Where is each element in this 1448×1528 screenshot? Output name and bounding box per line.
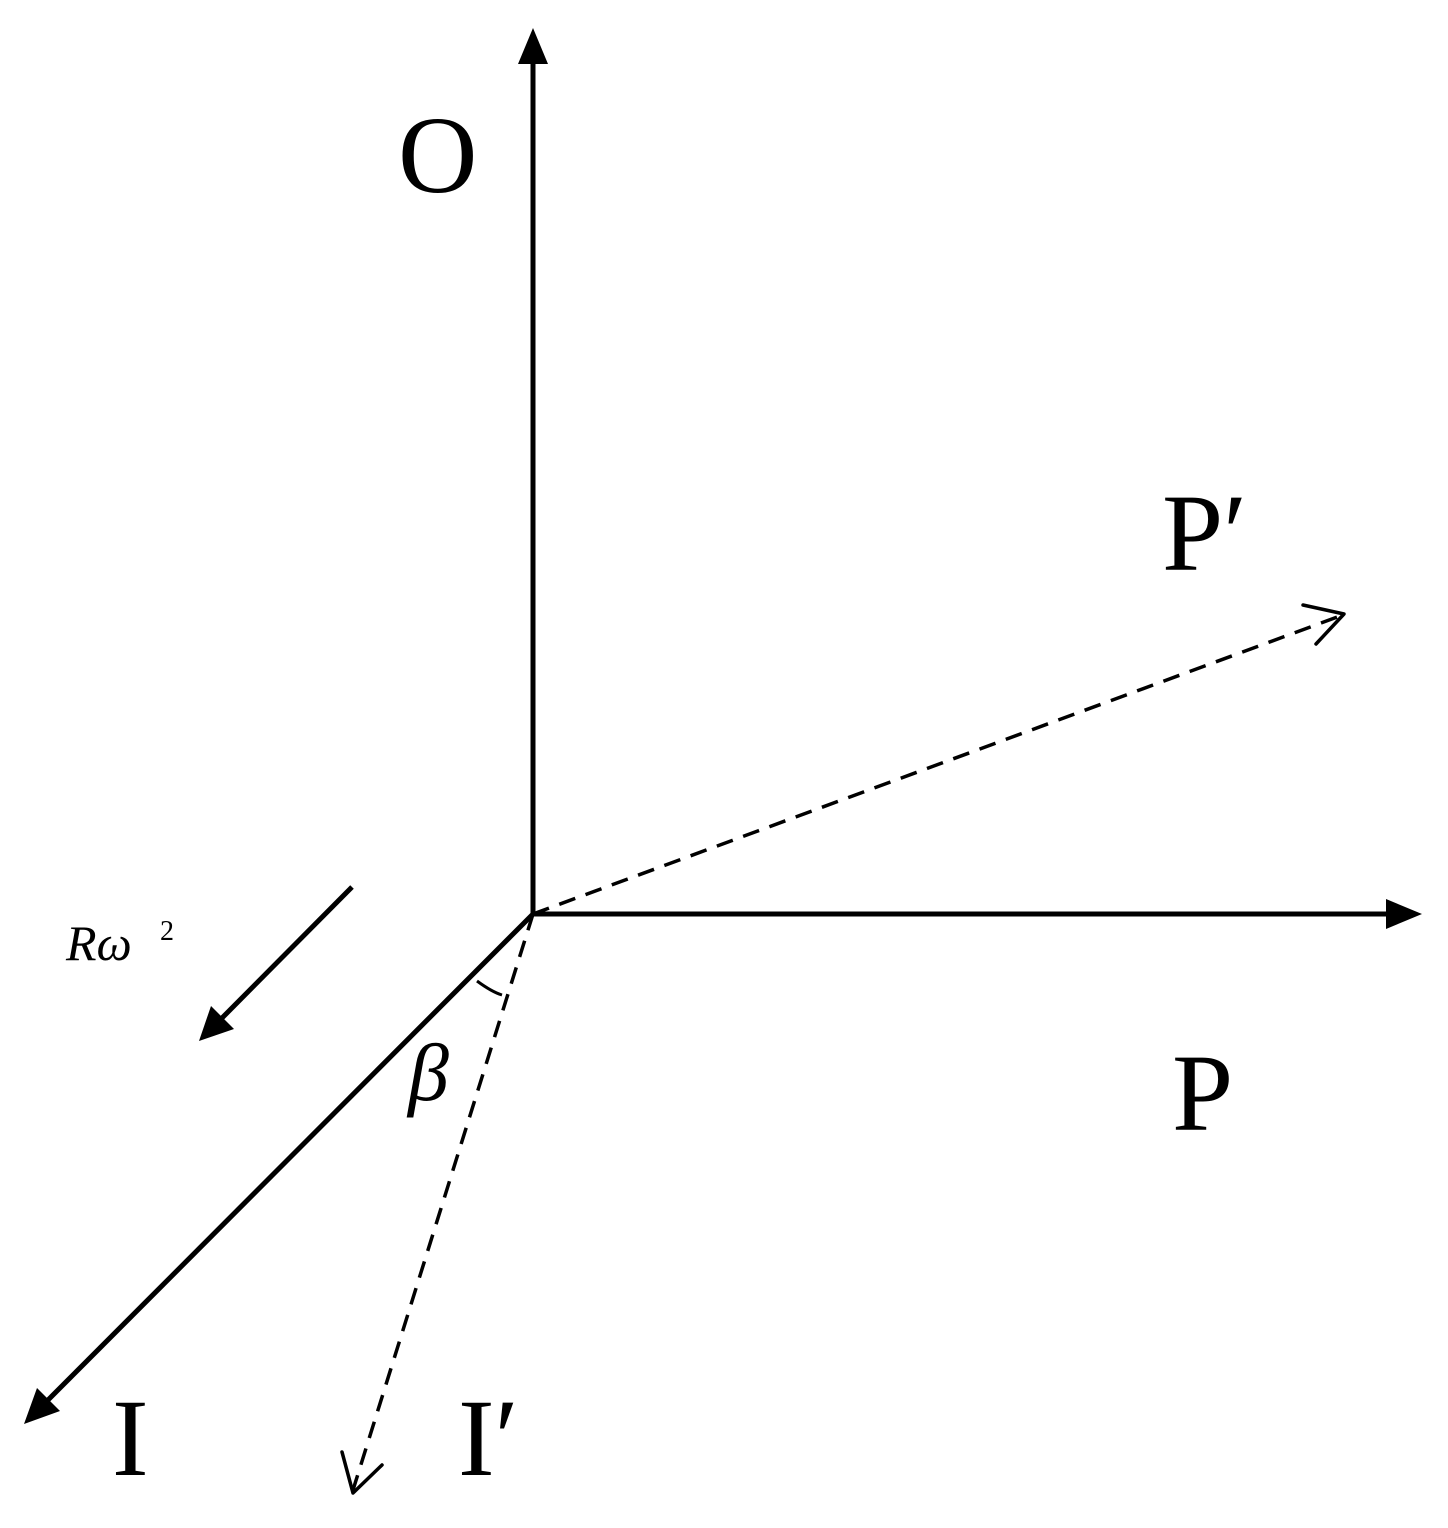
axis-p-arrowhead [1386, 899, 1422, 929]
label-force-omega: ω [97, 915, 132, 971]
axis-i-arrowhead [24, 1388, 60, 1424]
axis-i-prime-line [351, 913, 535, 1491]
label-p-prime: P′ [1162, 472, 1247, 594]
axis-p-prime-arrowhead [1301, 603, 1346, 646]
label-force: Rω [65, 915, 132, 971]
label-p: P [1172, 1032, 1233, 1154]
label-o: O [398, 94, 477, 216]
axis-p-prime-line [532, 614, 1341, 916]
force-arrow-line [220, 885, 354, 1020]
axis-i-prime-arrowhead [340, 1450, 384, 1495]
label-beta: β [406, 1027, 449, 1118]
label-i-prime: I′ [458, 1377, 519, 1499]
label-force-exponent: 2 [160, 916, 174, 947]
axis-i-line [46, 912, 535, 1402]
force-arrow-head [199, 1006, 234, 1041]
label-i: I [112, 1377, 149, 1499]
label-force-r: R [65, 915, 97, 971]
beta-angle-arc [476, 979, 503, 997]
axis-o-arrowhead [518, 28, 548, 64]
